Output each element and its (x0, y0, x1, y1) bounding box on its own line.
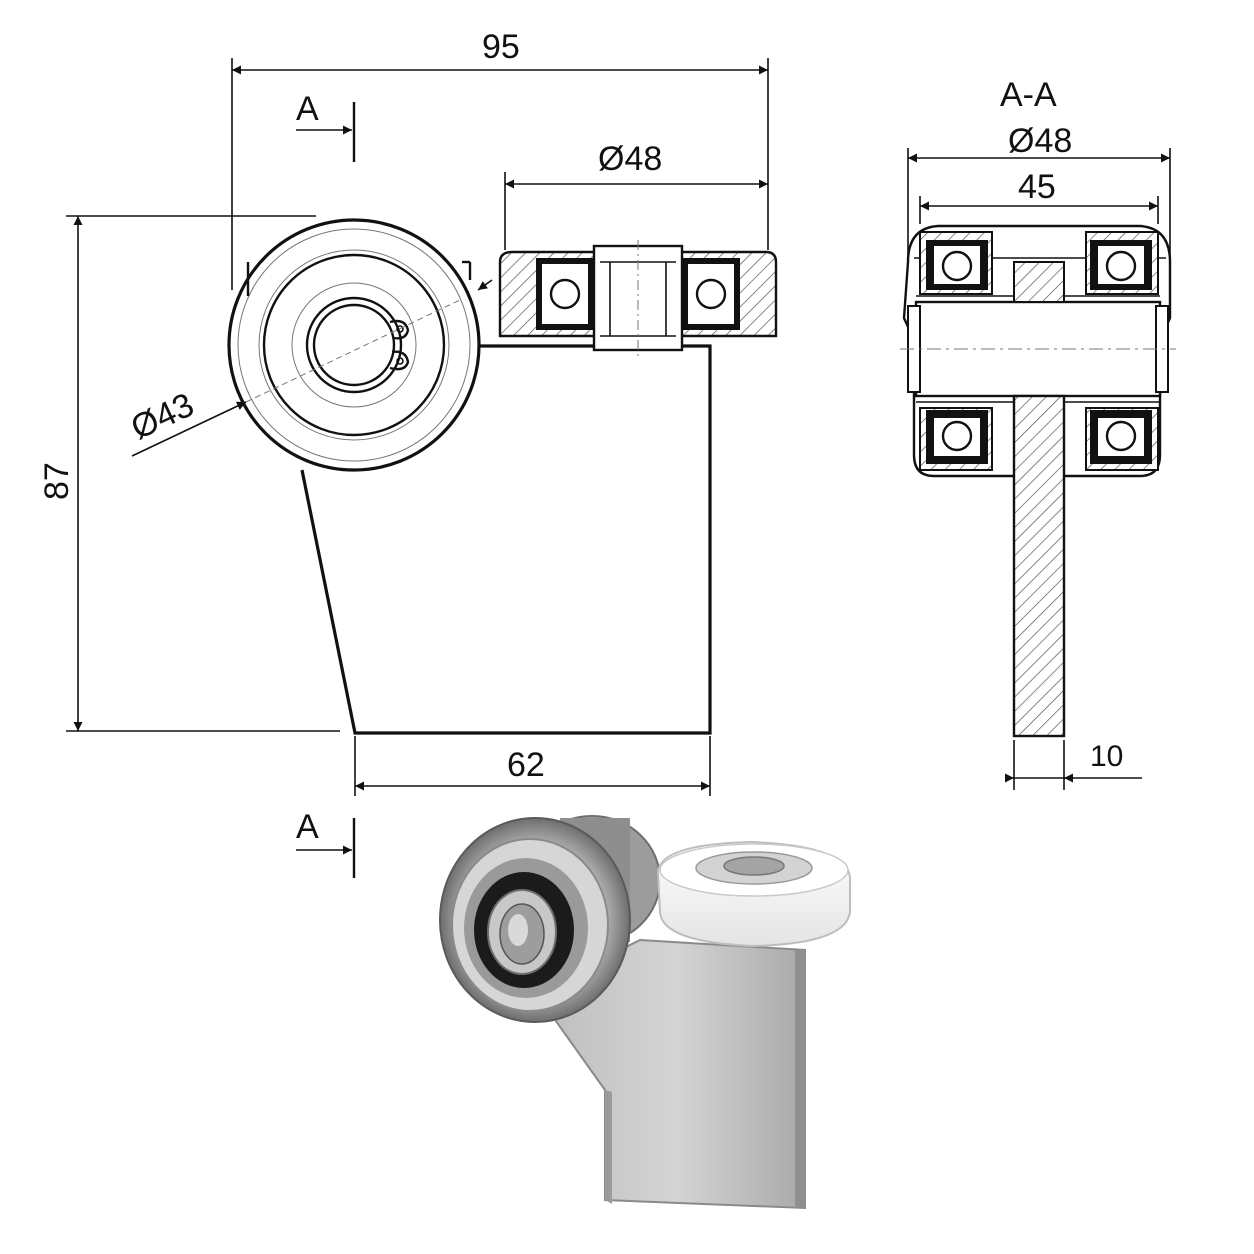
base-width-label: 62 (507, 746, 545, 784)
product-nylon-roller (656, 840, 851, 948)
height-overall-dimension: 87 (38, 215, 340, 732)
section-marker-bottom: A (296, 808, 356, 878)
product-illustration (439, 815, 851, 1210)
width-overall-dimension: 95 (231, 28, 769, 290)
section-diameter-dimension: Ø48 (907, 122, 1171, 262)
section-title: A-A (1000, 76, 1057, 114)
wheel-diameter-label: Ø43 (125, 386, 199, 448)
width-overall-label: 95 (482, 28, 520, 66)
bearing-bottom-right (1090, 410, 1152, 464)
section-marker-bottom-label: A (296, 808, 319, 846)
plate-thickness-dimension: 10 (1005, 740, 1142, 790)
section-plate (1012, 394, 1066, 738)
guide-roller-section (498, 240, 778, 356)
section-diameter-label: Ø48 (1008, 122, 1072, 160)
section-width-label: 45 (1018, 168, 1056, 206)
bracket-plate-outline (300, 344, 712, 735)
section-marker-top-label: A (296, 90, 319, 128)
product-steel-wheel (439, 817, 631, 1023)
roller-diameter-dimension: Ø48 (504, 140, 768, 250)
bearing-bottom-left (926, 410, 988, 464)
bearing-top-right (1090, 240, 1152, 290)
section-marker-top: A (296, 90, 356, 162)
bearing-top-left (926, 240, 988, 290)
section-width-dimension: 45 (919, 168, 1159, 224)
base-width-dimension: 62 (354, 736, 711, 796)
side-view: Ø43 95 (38, 28, 778, 878)
height-overall-label: 87 (38, 462, 76, 500)
plate-thickness-label: 10 (1090, 740, 1123, 773)
section-view: A-A Ø48 45 (900, 76, 1176, 790)
roller-diameter-label: Ø48 (598, 140, 662, 178)
wheel-diameter-dimension: Ø43 (125, 299, 461, 457)
main-wheel (227, 218, 481, 472)
